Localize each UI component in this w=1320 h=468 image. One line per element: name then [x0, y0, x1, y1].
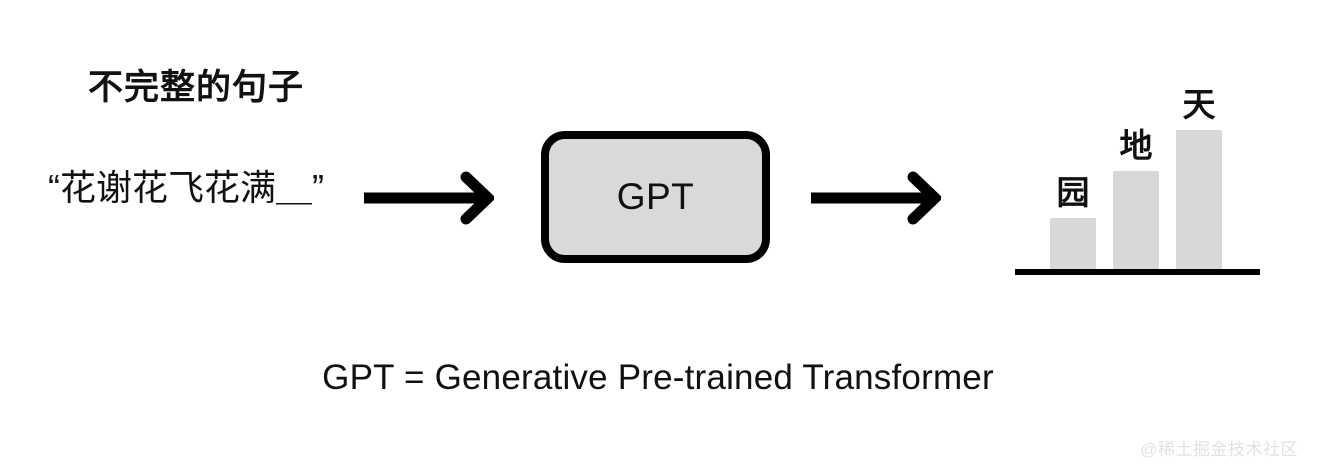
arrow-model-to-output-icon — [809, 170, 943, 226]
prompt-sentence: “花谢花飞花满＿” — [48, 167, 324, 208]
bar-1 — [1050, 218, 1096, 269]
output-token-bar-chart: 园 地 天 — [1012, 55, 1262, 275]
gpt-model-label: GPT — [616, 176, 695, 217]
watermark: @稀土掘金技术社区 — [1140, 440, 1298, 459]
bar-label-3: 天 — [1182, 86, 1216, 123]
figure-caption: GPT = Generative Pre-trained Transformer — [0, 358, 1320, 398]
arrow-input-to-model-icon — [362, 170, 496, 226]
gpt-model-box: GPT — [541, 131, 770, 263]
bar-3 — [1176, 130, 1222, 269]
prompt-heading: 不完整的句子 — [88, 68, 305, 107]
figure-caption-text: GPT = Generative Pre-trained Transformer — [322, 358, 994, 397]
bar-label-2: 地 — [1119, 127, 1153, 164]
chart-baseline-axis — [1015, 269, 1260, 275]
bar-2 — [1113, 171, 1159, 269]
bar-label-1: 园 — [1056, 174, 1090, 211]
